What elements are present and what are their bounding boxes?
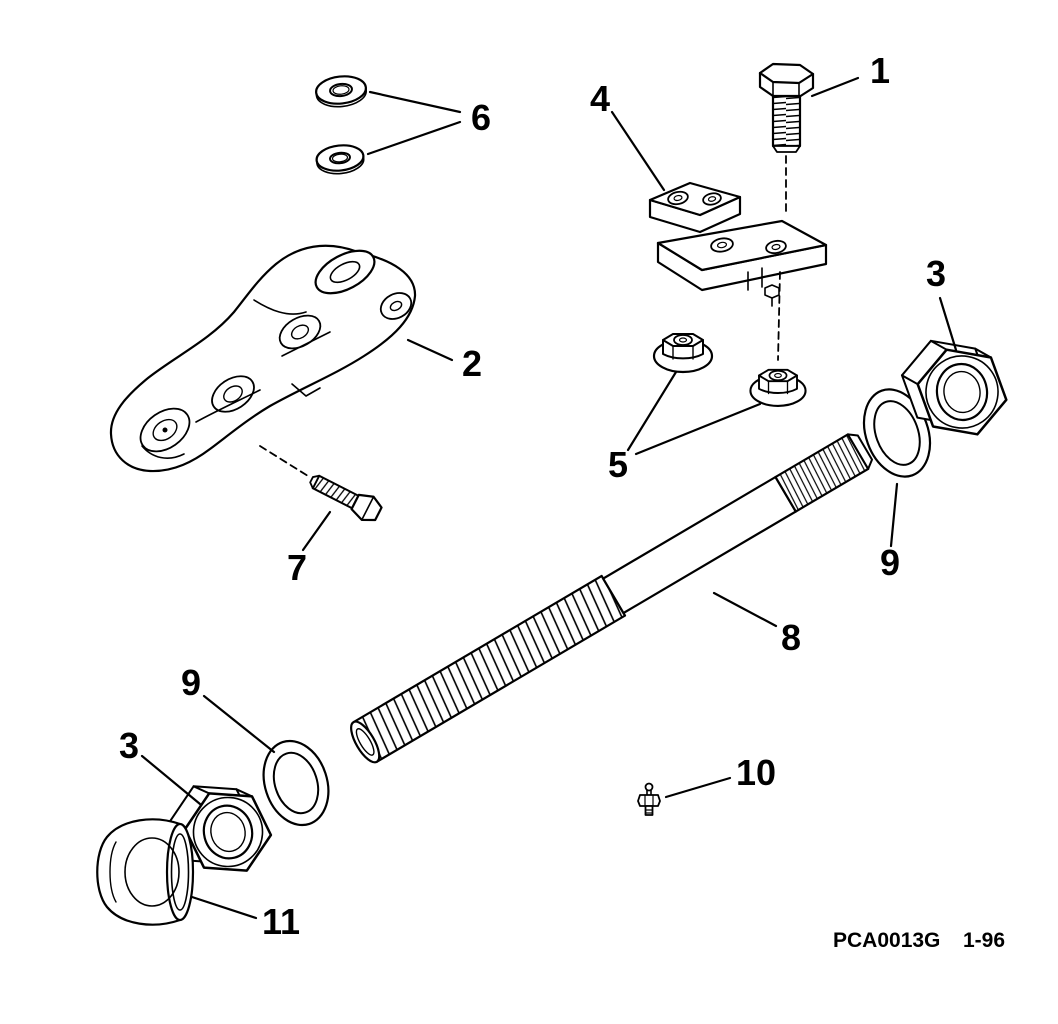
part-2-bracket-casting — [109, 244, 417, 473]
footer: PCA0013G 1-96 — [833, 929, 1005, 952]
callout-11: 11 — [190, 895, 300, 942]
callout-1: 1 — [810, 50, 890, 98]
callout-7-label: 7 — [287, 547, 307, 588]
callout-6: 6 — [366, 90, 491, 156]
callout-7: 7 — [287, 510, 332, 588]
part-3-hex-nut-right — [900, 339, 1008, 436]
part-4-clamp-blocks — [648, 181, 828, 361]
callout-5: 5 — [608, 370, 762, 485]
callout-8-label: 8 — [781, 617, 801, 658]
washer-6b — [315, 144, 365, 175]
callout-2: 2 — [406, 338, 482, 384]
callout-3-left-label: 3 — [119, 725, 139, 766]
callout-8: 8 — [712, 591, 801, 658]
callout-4-label: 4 — [590, 78, 610, 119]
assembly-dash-line — [777, 271, 781, 361]
callout-9-left-label: 9 — [181, 662, 201, 703]
washer-6a — [314, 75, 368, 108]
callout-6-label: 6 — [471, 97, 491, 138]
part-5-flange-nuts — [652, 333, 807, 407]
part-11-cap — [96, 818, 195, 926]
part-9-washer-right — [862, 388, 932, 478]
callout-5-label: 5 — [608, 444, 628, 485]
callout-4: 4 — [590, 78, 666, 192]
callout-3-right: 3 — [926, 253, 958, 352]
part-6-washers — [314, 75, 368, 175]
part-9-washer-left — [262, 739, 330, 827]
clamp-screw — [764, 284, 780, 307]
callout-10-label: 10 — [736, 752, 776, 793]
part-8-threaded-rod — [350, 433, 874, 764]
callout-3-left: 3 — [119, 725, 202, 806]
callout-9-right: 9 — [880, 482, 900, 583]
part-7-hex-bolt — [259, 445, 383, 522]
assembly-dash-line — [259, 445, 309, 477]
callout-2-label: 2 — [462, 343, 482, 384]
callout-11-label: 11 — [262, 901, 300, 942]
callout-1-label: 1 — [870, 50, 890, 91]
callout-9-left: 9 — [181, 662, 276, 754]
footer-part-code: PCA0013G — [833, 929, 940, 952]
callout-9-right-label: 9 — [880, 542, 900, 583]
flange-nut-5a — [652, 333, 714, 374]
footer-date-code: 1-96 — [963, 929, 1005, 952]
part-1-hex-bolt — [758, 62, 815, 217]
flange-nut-5b — [749, 368, 807, 407]
part-10-fitting — [637, 782, 661, 816]
callout-3-right-label: 3 — [926, 253, 946, 294]
callout-10: 10 — [664, 752, 776, 799]
